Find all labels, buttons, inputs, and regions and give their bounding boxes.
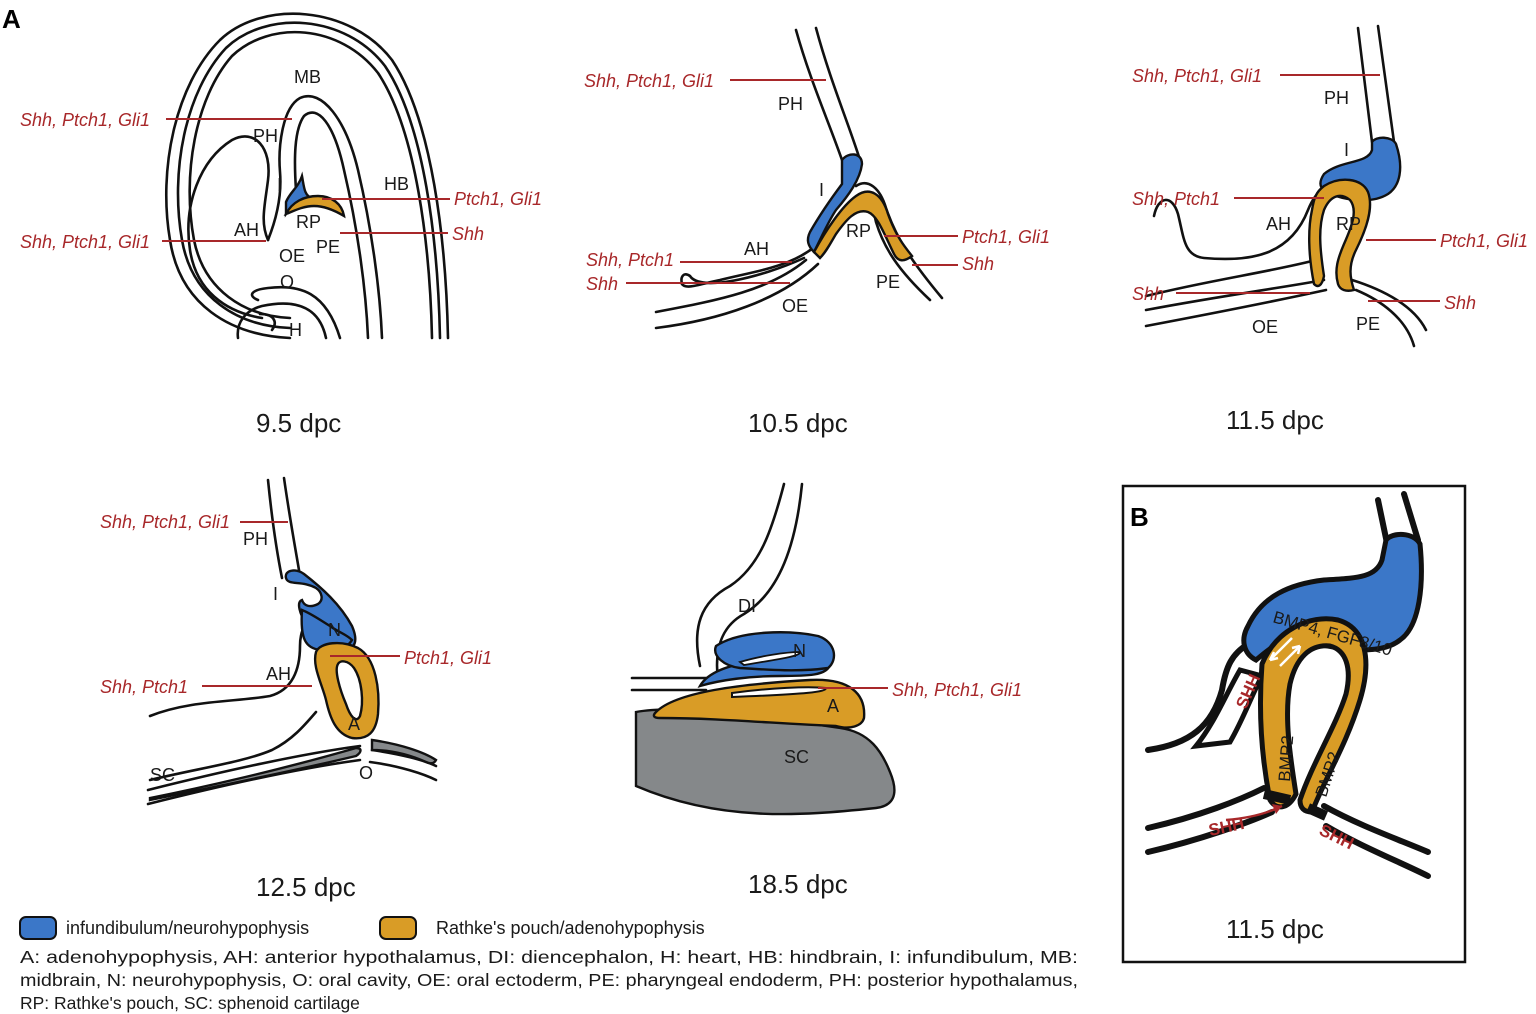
abbreviation-line: RP: Rathke's pouch, SC: sphenoid cartila…: [20, 993, 360, 1013]
legend-swatch-rathke: [379, 916, 417, 940]
legend-label-rathke: Rathke's pouch/adenohypophysis: [436, 918, 705, 938]
stage-label: 11.5 dpc: [1226, 914, 1324, 944]
label-oe: OE: [782, 296, 808, 316]
label-rp: RP: [846, 221, 871, 241]
gene-label: Shh: [586, 274, 618, 294]
gene-label: Shh, Ptch1, Gli1: [20, 232, 150, 252]
gene-label: Shh, Ptch1: [100, 677, 188, 697]
label-pe: PE: [316, 237, 340, 257]
label-o: O: [359, 763, 373, 783]
label-i: I: [1344, 140, 1349, 160]
label-pe: PE: [1356, 314, 1380, 334]
gene-label: Shh: [1132, 284, 1164, 304]
gene-label: Ptch1, Gli1: [454, 189, 542, 209]
label-ph: PH: [253, 126, 278, 146]
label-ph: PH: [778, 94, 803, 114]
label-ah: AH: [744, 239, 769, 259]
panel-b: B SHH SHH SHH BMP4, FGF8/10 BMP2 BMP2 11…: [1121, 484, 1467, 964]
stage-label: 10.5 dpc: [748, 408, 848, 438]
label-i: I: [277, 175, 282, 195]
legend: infundibulum/neurohypophysis Rathke's po…: [19, 916, 705, 940]
abbreviation-line: midbrain, N: neurohypophysis, O: oral ca…: [20, 970, 1078, 990]
panel-label-a: A: [2, 4, 21, 34]
label-oe: OE: [279, 246, 305, 266]
label-n: N: [328, 620, 341, 640]
label-h: H: [289, 320, 302, 340]
label-mb: MB: [294, 67, 321, 87]
label-a: A: [348, 714, 360, 734]
label-ph: PH: [243, 529, 268, 549]
label-ah: AH: [1266, 214, 1291, 234]
gene-label: Shh, Ptch1, Gli1: [892, 680, 1022, 700]
panel-b-frame: [1121, 484, 1467, 964]
label-n: N: [793, 641, 806, 661]
label-sc: SC: [150, 765, 175, 785]
gene-label: Shh, Ptch1: [586, 250, 674, 270]
gene-label: Shh, Ptch1: [1132, 189, 1220, 209]
stage-label: 12.5 dpc: [256, 872, 356, 902]
gene-label: Ptch1, Gli1: [962, 227, 1050, 247]
signal-label: SHH: [1207, 814, 1246, 840]
stage-label: 18.5 dpc: [748, 869, 848, 899]
diagram-10-5-dpc: Shh, Ptch1, Gli1 Shh, Ptch1 Shh Ptch1, G…: [584, 26, 1050, 330]
label-pe: PE: [876, 272, 900, 292]
label-ah: AH: [266, 664, 291, 684]
stage-label: 9.5 dpc: [256, 408, 341, 438]
panel-label-b: B: [1130, 502, 1149, 532]
diagram-9-5-dpc: Shh, Ptch1, Gli1 Shh, Ptch1, Gli1 Ptch1,…: [20, 12, 542, 340]
legend-swatch-infundibulum: [19, 916, 57, 940]
label-o: O: [280, 272, 294, 292]
gene-label: Ptch1, Gli1: [404, 648, 492, 668]
gene-label: Shh, Ptch1, Gli1: [1132, 66, 1262, 86]
diagram-12-5-dpc: Shh, Ptch1, Gli1 Shh, Ptch1 Ptch1, Gli1 …: [100, 476, 492, 806]
label-oe: OE: [1252, 317, 1278, 337]
factor-label: BMP2: [1275, 735, 1297, 783]
gene-label: Ptch1, Gli1: [1440, 231, 1528, 251]
stage-label: 11.5 dpc: [1226, 405, 1324, 435]
label-i: I: [819, 180, 824, 200]
label-rp: RP: [296, 212, 321, 232]
gene-label: Shh, Ptch1, Gli1: [584, 71, 714, 91]
label-hb: HB: [384, 174, 409, 194]
legend-label-infundibulum: infundibulum/neurohypophysis: [66, 918, 309, 938]
gene-label: Shh: [1444, 293, 1476, 313]
gene-label: Shh: [962, 254, 994, 274]
gene-label: Shh, Ptch1, Gli1: [100, 512, 230, 532]
label-di: DI: [738, 596, 756, 616]
label-a: A: [827, 696, 839, 716]
label-ah: AH: [234, 220, 259, 240]
label-rp: RP: [1336, 214, 1361, 234]
gene-label: Shh: [452, 224, 484, 244]
label-ph: PH: [1324, 88, 1349, 108]
gene-label: Shh, Ptch1, Gli1: [20, 110, 150, 130]
abbreviation-line: A: adenohypophysis, AH: anterior hypotha…: [20, 947, 1078, 967]
label-sc: SC: [784, 747, 809, 767]
label-i: I: [273, 584, 278, 604]
diagram-11-5-dpc: Shh, Ptch1, Gli1 Shh, Ptch1 Ptch1, Gli1 …: [1132, 24, 1528, 348]
diagram-18-5-dpc: Shh, Ptch1, Gli1 DI N A SC: [630, 482, 1022, 816]
abbreviation-list: A: adenohypophysis, AH: anterior hypotha…: [20, 947, 1078, 1013]
signal-label: SHH: [1316, 821, 1357, 854]
